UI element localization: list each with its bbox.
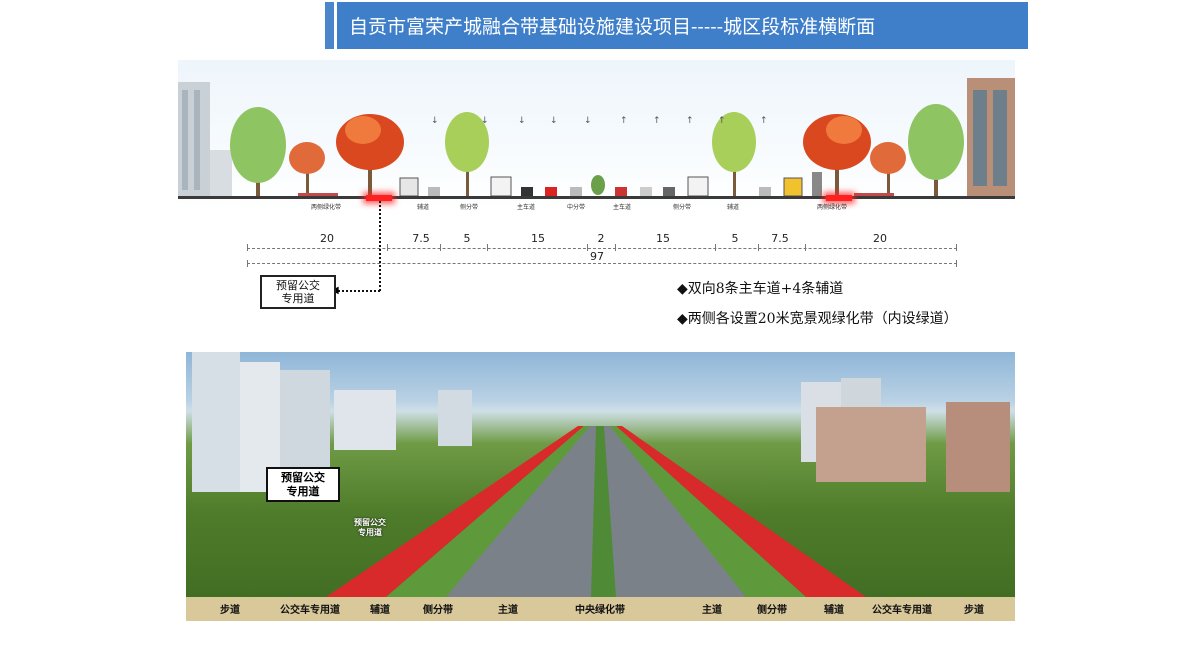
aerial-bottom-label: 公交车专用道 [872, 605, 932, 616]
section-label: 主车道 [612, 204, 632, 210]
section-label: 侧分带 [672, 204, 692, 210]
dimension-label: 7.5 [412, 232, 430, 245]
dimension-label: 20 [320, 232, 334, 245]
up-arrow-icon: ↑ [620, 116, 628, 126]
dimension-annotations: 20 7.5 5 15 2 15 5 7.5 20 97 [247, 230, 957, 270]
down-arrow-icon: ↓ [518, 116, 526, 126]
bus-lane-marker-left [366, 195, 392, 201]
section-label: 辅道 [726, 204, 740, 210]
vehicles [399, 172, 822, 197]
dimension-label: 7.5 [771, 232, 789, 245]
dimension-label: 5 [463, 232, 471, 245]
section-label: 两侧绿化带 [310, 204, 342, 210]
aerial-bottom-label: 侧分带 [423, 605, 453, 616]
aerial-callout-line2: 专用道 [286, 484, 320, 498]
section-label: 侧分带 [459, 204, 479, 210]
aerial-bottom-label: 公交车专用道 [280, 605, 340, 616]
dimension-label: 5 [731, 232, 739, 245]
down-arrow-icon: ↓ [584, 116, 592, 126]
dimension-line-segments [247, 248, 957, 249]
bus-note-line1: 预留公交 [276, 279, 320, 292]
feature-list: ◆双向8条主车道+4条辅道 ◆两侧各设置20米宽景观绿化带（内设绿道） [677, 278, 958, 338]
bus-lane-marker-right [826, 195, 852, 201]
up-arrow-icon: ↑ [718, 116, 726, 126]
aerial-bottom-label: 辅道 [370, 605, 390, 616]
title-bar: 自贡市富荣产城融合带基础设施建设项目-----城区段标准横断面 [325, 2, 1028, 49]
dimension-label: 2 [597, 232, 605, 245]
cross-section-art [178, 78, 1015, 197]
aerial-bottom-label: 侧分带 [757, 605, 787, 616]
aerial-small-callout-line1: 预留公交 [354, 518, 386, 527]
tree-group-left [230, 107, 605, 196]
feature-item: ◆两侧各设置20米宽景观绿化带（内设绿道） [677, 311, 958, 327]
aerial-bottom-label: 辅道 [824, 605, 844, 616]
dimension-total: 97 [590, 250, 604, 263]
aerial-bottom-label: 主道 [498, 605, 518, 616]
leader-line-horizontal [338, 290, 380, 292]
bus-note-line2: 专用道 [281, 292, 315, 305]
section-label: 两侧绿化带 [816, 204, 848, 210]
aerial-bottom-label: 主道 [702, 605, 722, 616]
dimension-line-total [247, 263, 957, 264]
aerial-bottom-label: 中央绿化带 [575, 605, 625, 616]
aerial-small-callout-line2: 专用道 [358, 528, 382, 537]
up-arrow-icon: ↑ [760, 116, 768, 126]
tree-group-right [712, 104, 964, 196]
up-arrow-icon: ↑ [686, 116, 694, 126]
aerial-bottom-label: 步道 [964, 605, 984, 616]
aerial-callout-line1: 预留公交 [281, 470, 325, 484]
dimension-label: 20 [873, 232, 887, 245]
title-gap [334, 2, 337, 49]
down-arrow-icon: ↓ [550, 116, 558, 126]
section-label: 辅道 [416, 204, 430, 210]
aerial-bottom-label: 步道 [220, 605, 240, 616]
cross-section-illustration: ↓ ↓ ↓ ↓ ↓ ↑ ↑ ↑ ↑ ↑ 两侧绿化带 辅道 侧分带 主车道 中分带… [178, 60, 1015, 210]
up-arrow-icon: ↑ [653, 116, 661, 126]
feature-item: ◆双向8条主车道+4条辅道 [677, 281, 844, 297]
road-surface [178, 196, 1015, 199]
down-arrow-icon: ↓ [431, 116, 439, 126]
bus-lane-note: 预留公交 专用道 [260, 275, 336, 309]
down-arrow-icon: ↓ [481, 116, 489, 126]
section-label: 中分带 [566, 204, 586, 210]
aerial-bus-callout: 预留公交 专用道 [266, 467, 340, 502]
leader-line-vertical [379, 201, 381, 291]
dimension-label: 15 [531, 232, 545, 245]
aerial-rendering: 预留公交 专用道 预留公交 专用道 步道 公交车专用道 辅道 侧分带 主道 中央… [186, 352, 1015, 621]
title-accent [325, 2, 334, 49]
aerial-art [186, 352, 1015, 621]
page-title: 自贡市富荣产城融合带基础设施建设项目-----城区段标准横断面 [337, 2, 1028, 49]
dimension-label: 15 [656, 232, 670, 245]
aerial-small-bus-callout: 预留公交 专用道 [354, 518, 386, 538]
section-label: 主车道 [516, 204, 536, 210]
